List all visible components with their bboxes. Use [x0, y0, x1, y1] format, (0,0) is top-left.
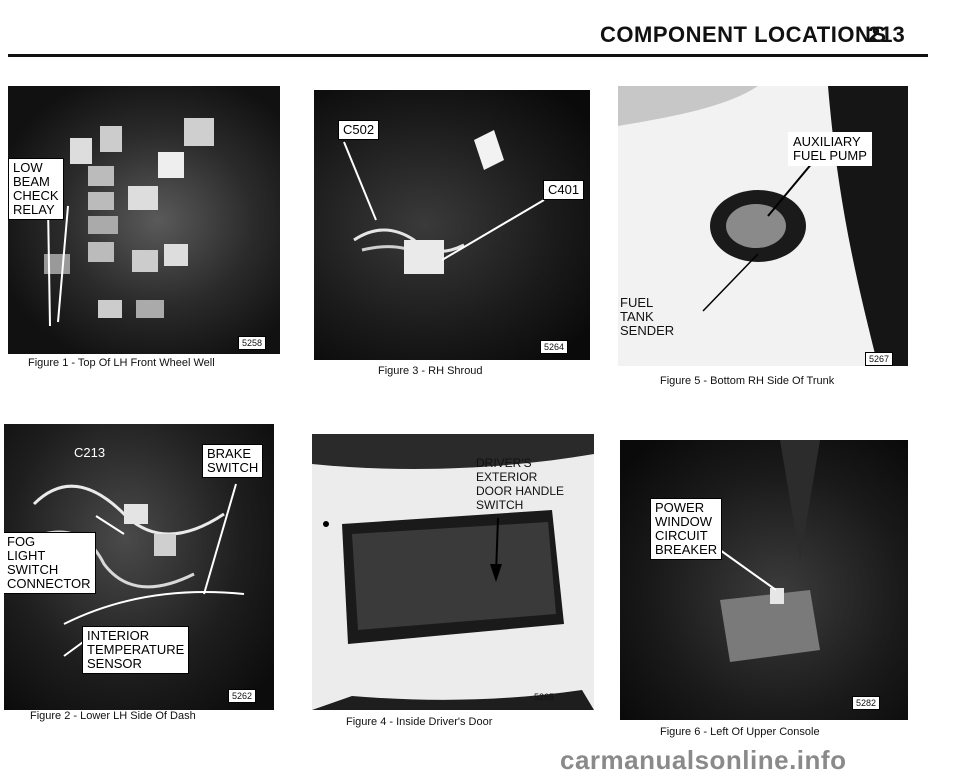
- figure-2-label-1: BRAKE SWITCH: [202, 444, 264, 478]
- figure-3-label-0: C502: [338, 120, 380, 140]
- figure-6-caption: Figure 6 - Left Of Upper Console: [660, 726, 820, 738]
- figure-2-label-3: INTERIOR TEMPERATURE SENSOR: [82, 626, 190, 674]
- figure-6-id-number: 5282: [852, 696, 881, 710]
- watermark: carmanualsonline.info: [560, 745, 847, 775]
- figure-3-connectors: [343, 130, 545, 274]
- page-number: 213: [868, 22, 905, 47]
- figure-2-label-2: FOG LIGHT SWITCH CONNECTOR: [4, 532, 96, 594]
- figure-5-label-0: AUXILIARY FUEL PUMP: [788, 132, 872, 166]
- figure-5-caption: Figure 5 - Bottom RH Side Of Trunk: [660, 375, 835, 387]
- figure-2-label-0: C213: [74, 445, 106, 460]
- figure-6-console: [719, 440, 820, 662]
- figure-3-caption: Figure 3 - RH Shroud: [378, 365, 483, 377]
- figure-4-caption: Figure 4 - Inside Driver's Door: [346, 716, 493, 728]
- figure-5-photo: AUXILIARY FUEL PUMP FUEL TANK SENDER 526…: [618, 86, 908, 366]
- figure-5-id-number: 5267: [865, 352, 894, 366]
- figure-1-caption: Figure 1 - Top Of LH Front Wheel Well: [28, 357, 215, 369]
- figure-4-id-number: 5265: [534, 692, 555, 702]
- figure-4-door-panel: [312, 434, 594, 710]
- figure-2-dash-wiring: [32, 483, 245, 657]
- figure-6-photo: POWER WINDOW CIRCUIT BREAKER 5282: [620, 440, 908, 720]
- figure-5-label-1: FUEL TANK SENDER: [620, 295, 675, 338]
- figure-1-id-number: 5258: [238, 336, 267, 350]
- figure-4-label-0: DRIVER'S EXTERIOR DOOR HANDLE SWITCH: [476, 456, 565, 512]
- figure-6-label-0: POWER WINDOW CIRCUIT BREAKER: [650, 498, 723, 560]
- figure-3-label-1: C401: [543, 180, 585, 200]
- page-header-title: COMPONENT LOCATIONS: [600, 22, 887, 47]
- figure-2-caption: Figure 2 - Lower LH Side Of Dash: [30, 710, 196, 722]
- figure-1-relay-blocks: [44, 118, 214, 327]
- figure-1-label-0: LOW BEAM CHECK RELAY: [8, 158, 64, 220]
- figure-1-photo: LOW BEAM CHECK RELAY 5258: [8, 86, 280, 354]
- figure-2-id-number: 5262: [228, 689, 257, 703]
- figure-3-id-number: 5264: [540, 340, 569, 354]
- figure-2-photo: C213 BRAKE SWITCH FOG LIGHT SWITCH CONNE…: [4, 424, 274, 710]
- figure-3-photo: C502 C401 5264: [314, 90, 590, 360]
- figure-4-photo: DRIVER'S EXTERIOR DOOR HANDLE SWITCH 526…: [312, 434, 594, 710]
- header-rule: [8, 54, 928, 57]
